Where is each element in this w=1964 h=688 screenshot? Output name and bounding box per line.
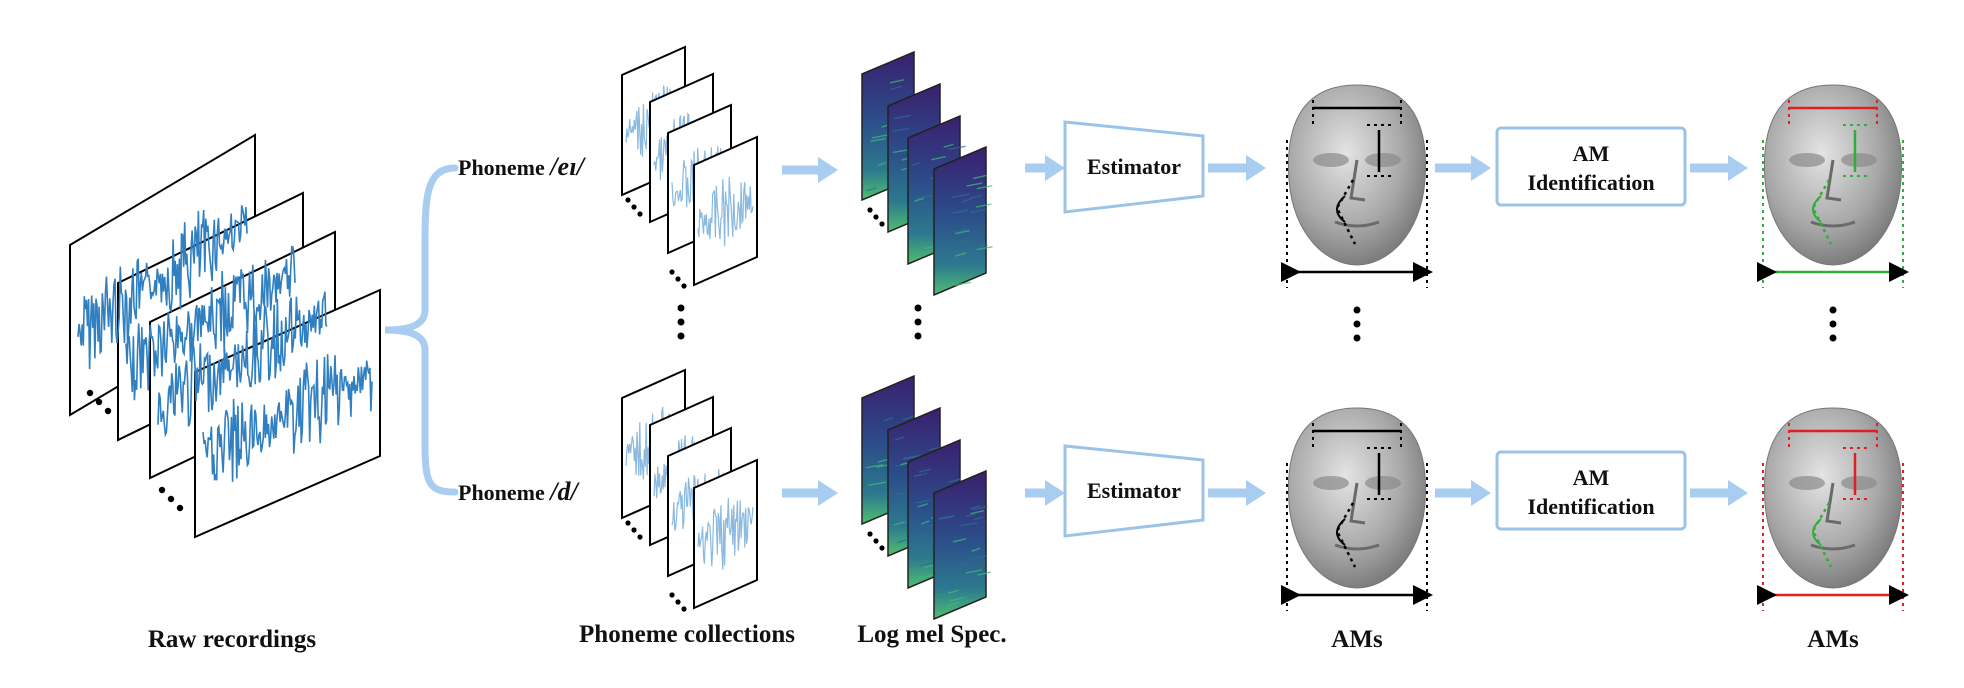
phoneme-collections (621, 45, 758, 612)
phoneme-frame (693, 135, 758, 287)
estimator-label: Estimator (1087, 154, 1181, 179)
log-mel-spectrograms (861, 50, 993, 621)
ellipsis-dots (86, 389, 184, 512)
phoneme-waveform (697, 498, 754, 570)
am-identification-label-line-2: Identification (1527, 170, 1654, 195)
waveform (202, 354, 373, 482)
flow-arrow (1690, 480, 1748, 506)
phoneme-frame (693, 458, 758, 610)
caption-ams-estimated: AMs (1331, 626, 1383, 653)
flow-arrow (1690, 155, 1748, 181)
flow-arrow (782, 157, 838, 183)
flow-arrow (1208, 480, 1266, 506)
split-brace (384, 164, 459, 496)
flow-arrow (1208, 155, 1266, 181)
estimator-block-row-2: Estimator (1063, 444, 1205, 538)
raw-recordings (69, 133, 381, 539)
ellipsis-dots (625, 520, 687, 612)
flow-arrow (782, 480, 838, 506)
face-mesh (1281, 407, 1433, 611)
measurement-overlay (1281, 423, 1433, 611)
phoneme-waveform (697, 176, 754, 247)
face-mesh (1757, 84, 1909, 288)
waveform (125, 245, 296, 401)
am-identification-label-line-2: Identification (1527, 494, 1654, 519)
ellipsis-dots (867, 531, 885, 551)
measurement-overlay (1281, 100, 1433, 288)
face-mesh (1281, 84, 1433, 288)
spectrogram-frame (933, 145, 993, 297)
waveform (157, 291, 328, 438)
waveform (77, 205, 248, 370)
caption-ams-identified: AMs (1807, 626, 1859, 653)
ellipsis-dots (625, 197, 687, 289)
face-mesh (1757, 407, 1909, 611)
phoneme-label-row-1: Phoneme /eɪ/ (458, 152, 587, 181)
measurement-overlay (1757, 100, 1909, 288)
ellipsis-dots (867, 207, 885, 227)
spectrogram-frame (933, 469, 991, 621)
caption-phoneme-collections: Phoneme collections (579, 621, 795, 648)
estimator-label: Estimator (1087, 478, 1181, 503)
phoneme-label-row-2: Phoneme /d/ (458, 477, 580, 506)
measurement-overlay (1757, 423, 1909, 611)
flow-arrow (1025, 155, 1065, 181)
caption-raw-recordings: Raw recordings (148, 626, 317, 653)
flow-arrow (1435, 480, 1491, 506)
caption-log-mel-spec: Log mel Spec. (857, 621, 1006, 648)
flow-arrows (782, 155, 1748, 506)
flow-arrow (1025, 480, 1065, 506)
am-identification-block-row-1: AM Identification (1495, 126, 1687, 207)
am-identification-block-row-2: AM Identification (1495, 450, 1687, 531)
flow-arrow (1435, 155, 1491, 181)
am-identification-label-line-1: AM (1573, 141, 1610, 166)
estimator-block-row-1: Estimator (1063, 120, 1205, 214)
am-identification-label-line-1: AM (1573, 465, 1610, 490)
row-ellipsis (677, 304, 1837, 342)
